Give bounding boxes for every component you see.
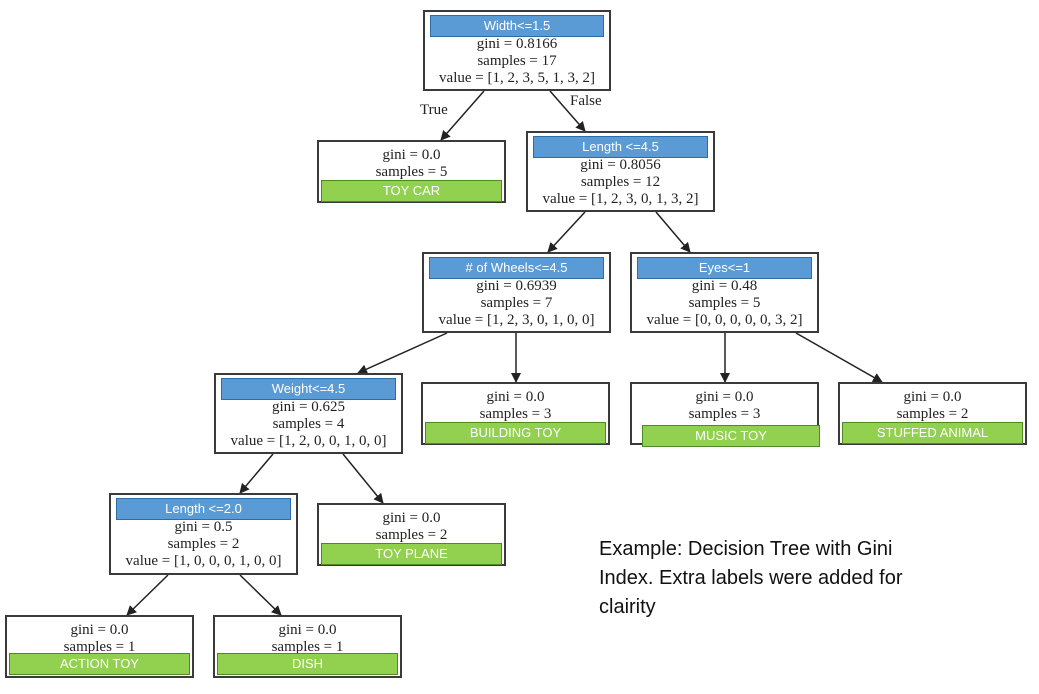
node-weight: Weight<=4.5 gini = 0.625 samples = 4 val… <box>214 373 403 454</box>
node-length-20-header: Length <=2.0 <box>116 498 291 520</box>
node-stuffed-animal-gini: gini = 0.0 <box>903 389 962 405</box>
node-music-toy-label: MUSIC TOY <box>642 425 820 447</box>
edge-weight-to-toy-plane <box>342 453 384 504</box>
node-length-20-value: value = [1, 0, 0, 0, 1, 0, 0] <box>125 553 282 569</box>
node-wheels: # of Wheels<=4.5 gini = 0.6939 samples =… <box>422 252 611 333</box>
node-music-toy-samples: samples = 3 <box>688 406 761 422</box>
node-toy-car-samples: samples = 5 <box>375 164 448 180</box>
node-action-toy-label: ACTION TOY <box>9 653 190 675</box>
node-length-45-samples: samples = 12 <box>580 174 661 190</box>
node-root-value: value = [1, 2, 3, 5, 1, 3, 2] <box>439 70 595 86</box>
node-action-toy-samples: samples = 1 <box>63 639 136 655</box>
node-dish: gini = 0.0 samples = 1 DISH <box>213 615 402 678</box>
node-toy-plane: gini = 0.0 samples = 2 TOY PLANE <box>317 503 506 566</box>
node-dish-gini: gini = 0.0 <box>278 622 337 638</box>
edge-length20-to-dish <box>239 574 282 616</box>
node-stuffed-animal-label: STUFFED ANIMAL <box>842 422 1023 444</box>
edge-label-true: True <box>420 102 448 118</box>
node-root: Width<=1.5 gini = 0.8166 samples = 17 va… <box>423 10 611 91</box>
edge-length20-to-action <box>126 574 169 616</box>
edge-length45-to-eyes <box>655 211 691 253</box>
node-building-toy-samples: samples = 3 <box>479 406 552 422</box>
node-stuffed-animal-samples: samples = 2 <box>896 406 969 422</box>
node-wheels-gini: gini = 0.6939 <box>476 278 557 294</box>
node-building-toy-gini: gini = 0.0 <box>486 389 545 405</box>
node-dish-label: DISH <box>217 653 398 675</box>
node-toy-plane-gini: gini = 0.0 <box>382 510 441 526</box>
node-action-toy-gini: gini = 0.0 <box>70 622 129 638</box>
node-toy-car-label: TOY CAR <box>321 180 502 202</box>
node-weight-value: value = [1, 2, 0, 0, 1, 0, 0] <box>230 433 387 449</box>
node-building-toy: gini = 0.0 samples = 3 BUILDING TOY <box>421 382 610 445</box>
edge-weight-to-length20 <box>239 453 274 494</box>
node-length-45-value: value = [1, 2, 3, 0, 1, 3, 2] <box>542 191 699 207</box>
node-length-20-gini: gini = 0.5 <box>174 519 233 535</box>
node-stuffed-animal: gini = 0.0 samples = 2 STUFFED ANIMAL <box>838 382 1027 445</box>
node-wheels-samples: samples = 7 <box>480 295 553 311</box>
node-eyes: Eyes<=1 gini = 0.48 samples = 5 value = … <box>630 252 819 333</box>
node-root-samples: samples = 17 <box>477 53 557 69</box>
node-weight-samples: samples = 4 <box>272 416 345 432</box>
edge-root-to-toy-car <box>440 90 485 141</box>
node-toy-plane-samples: samples = 2 <box>375 527 448 543</box>
edge-length45-to-wheels <box>547 211 586 253</box>
node-dish-samples: samples = 1 <box>271 639 344 655</box>
node-root-gini: gini = 0.8166 <box>476 36 558 52</box>
node-music-toy: gini = 0.0 samples = 3 MUSIC TOY <box>630 382 820 447</box>
node-toy-plane-label: TOY PLANE <box>321 543 502 565</box>
node-music-toy-gini: gini = 0.0 <box>695 389 754 405</box>
node-eyes-header: Eyes<=1 <box>637 257 812 279</box>
node-toy-car-gini: gini = 0.0 <box>382 147 441 163</box>
edge-root-to-length-45 <box>549 90 586 132</box>
node-toy-car: gini = 0.0 samples = 5 TOY CAR <box>317 140 506 203</box>
edge-eyes-to-stuffed <box>795 332 883 383</box>
node-wheels-header: # of Wheels<=4.5 <box>429 257 604 279</box>
node-building-toy-label: BUILDING TOY <box>425 422 606 444</box>
node-length-20-samples: samples = 2 <box>167 536 240 552</box>
node-length-45-header: Length <=4.5 <box>533 136 708 158</box>
node-root-header: Width<=1.5 <box>430 15 604 37</box>
node-eyes-samples: samples = 5 <box>688 295 761 311</box>
node-eyes-value: value = [0, 0, 0, 0, 0, 3, 2] <box>646 312 803 328</box>
node-weight-gini: gini = 0.625 <box>271 399 346 415</box>
caption-text: Example: Decision Tree with Gini Index. … <box>599 538 903 618</box>
node-length-45: Length <=4.5 gini = 0.8056 samples = 12 … <box>526 131 715 212</box>
node-length-20: Length <=2.0 gini = 0.5 samples = 2 valu… <box>109 493 298 575</box>
edge-label-false: False <box>570 93 602 109</box>
node-eyes-gini: gini = 0.48 <box>691 278 758 294</box>
node-length-45-gini: gini = 0.8056 <box>580 157 661 173</box>
node-action-toy: gini = 0.0 samples = 1 ACTION TOY <box>5 615 194 678</box>
node-wheels-value: value = [1, 2, 3, 0, 1, 0, 0] <box>438 312 595 328</box>
node-weight-header: Weight<=4.5 <box>221 378 396 400</box>
edge-wheels-to-weight <box>357 332 448 374</box>
